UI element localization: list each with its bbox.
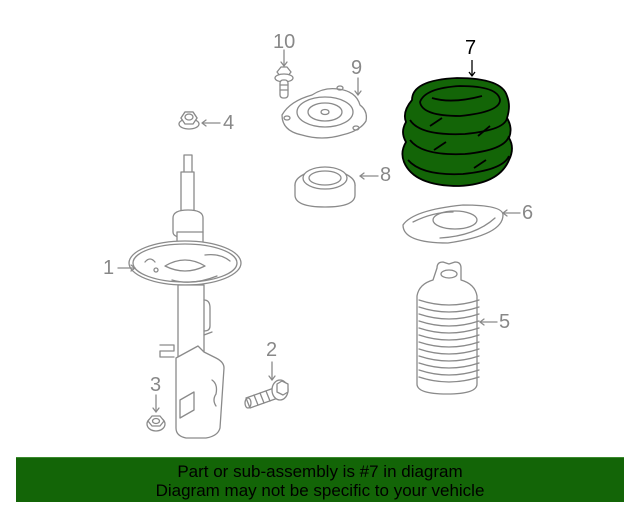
callout-1[interactable]: 1 [103,257,115,279]
callout-6[interactable]: 6 [522,202,534,224]
part-1-strut[interactable] [117,154,242,439]
callout-9[interactable]: 9 [351,57,363,79]
callout-3[interactable]: 3 [150,374,162,396]
part-7-coil-spring[interactable] [401,60,513,187]
callout-2[interactable]: 2 [266,339,278,361]
callout-5[interactable]: 5 [499,311,511,333]
banner-line-disclaimer: Diagram may not be specific to your vehi… [155,481,485,500]
callout-10[interactable]: 10 [273,31,296,53]
part-2-bolt[interactable] [244,361,289,409]
part-6-insulator[interactable] [402,204,521,244]
info-banner: Part or sub-assembly is #7 in diagram Di… [16,457,624,502]
part-9-upper-mount[interactable] [281,77,368,139]
part-3-nut[interactable] [146,394,166,432]
part-8-bearing[interactable] [294,166,379,208]
banner-line-part: Part or sub-assembly is #7 in diagram [177,462,463,481]
callout-4[interactable]: 4 [223,112,235,134]
part-5-boot[interactable] [416,261,498,395]
part-4-nut[interactable] [178,111,221,130]
callout-7[interactable]: 7 [465,37,477,59]
part-10-bolt[interactable] [274,49,294,99]
callout-8[interactable]: 8 [380,164,392,186]
